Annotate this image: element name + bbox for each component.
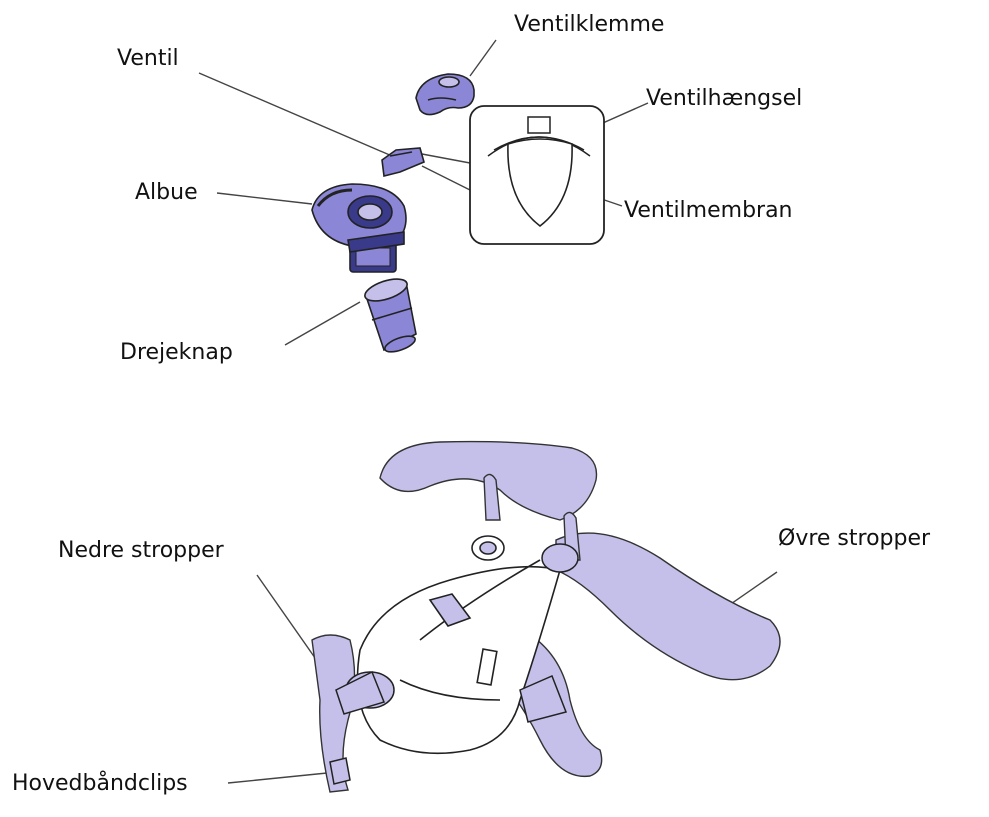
valve-clip-part bbox=[416, 74, 474, 115]
leader-drejeknap bbox=[285, 302, 360, 345]
valve-part bbox=[382, 148, 424, 176]
label-ventilhaengsel: Ventilhængsel bbox=[646, 88, 802, 110]
label-nedre-stropper: Nedre stropper bbox=[58, 540, 224, 562]
leader-hovedbaandclips bbox=[228, 772, 337, 783]
label-hovedbaandclips: Hovedbåndclips bbox=[12, 773, 188, 795]
zoom-connector-top bbox=[422, 154, 470, 163]
leader-albue bbox=[217, 193, 312, 204]
zoom-connector-bottom bbox=[422, 166, 470, 190]
elbow-part bbox=[312, 184, 406, 272]
label-ventil: Ventil bbox=[117, 48, 179, 70]
leader-ventilklemme bbox=[470, 40, 496, 76]
swivel-part bbox=[362, 275, 417, 355]
valve-zoom-box bbox=[470, 106, 604, 244]
label-ventilklemme: Ventilklemme bbox=[514, 14, 664, 36]
label-albue: Albue bbox=[135, 182, 198, 204]
label-oevre-stropper: Øvre stropper bbox=[778, 528, 930, 550]
label-ventilmembran: Ventilmembran bbox=[624, 200, 793, 222]
leader-ventil bbox=[199, 73, 392, 156]
label-drejeknap: Drejeknap bbox=[120, 342, 233, 364]
